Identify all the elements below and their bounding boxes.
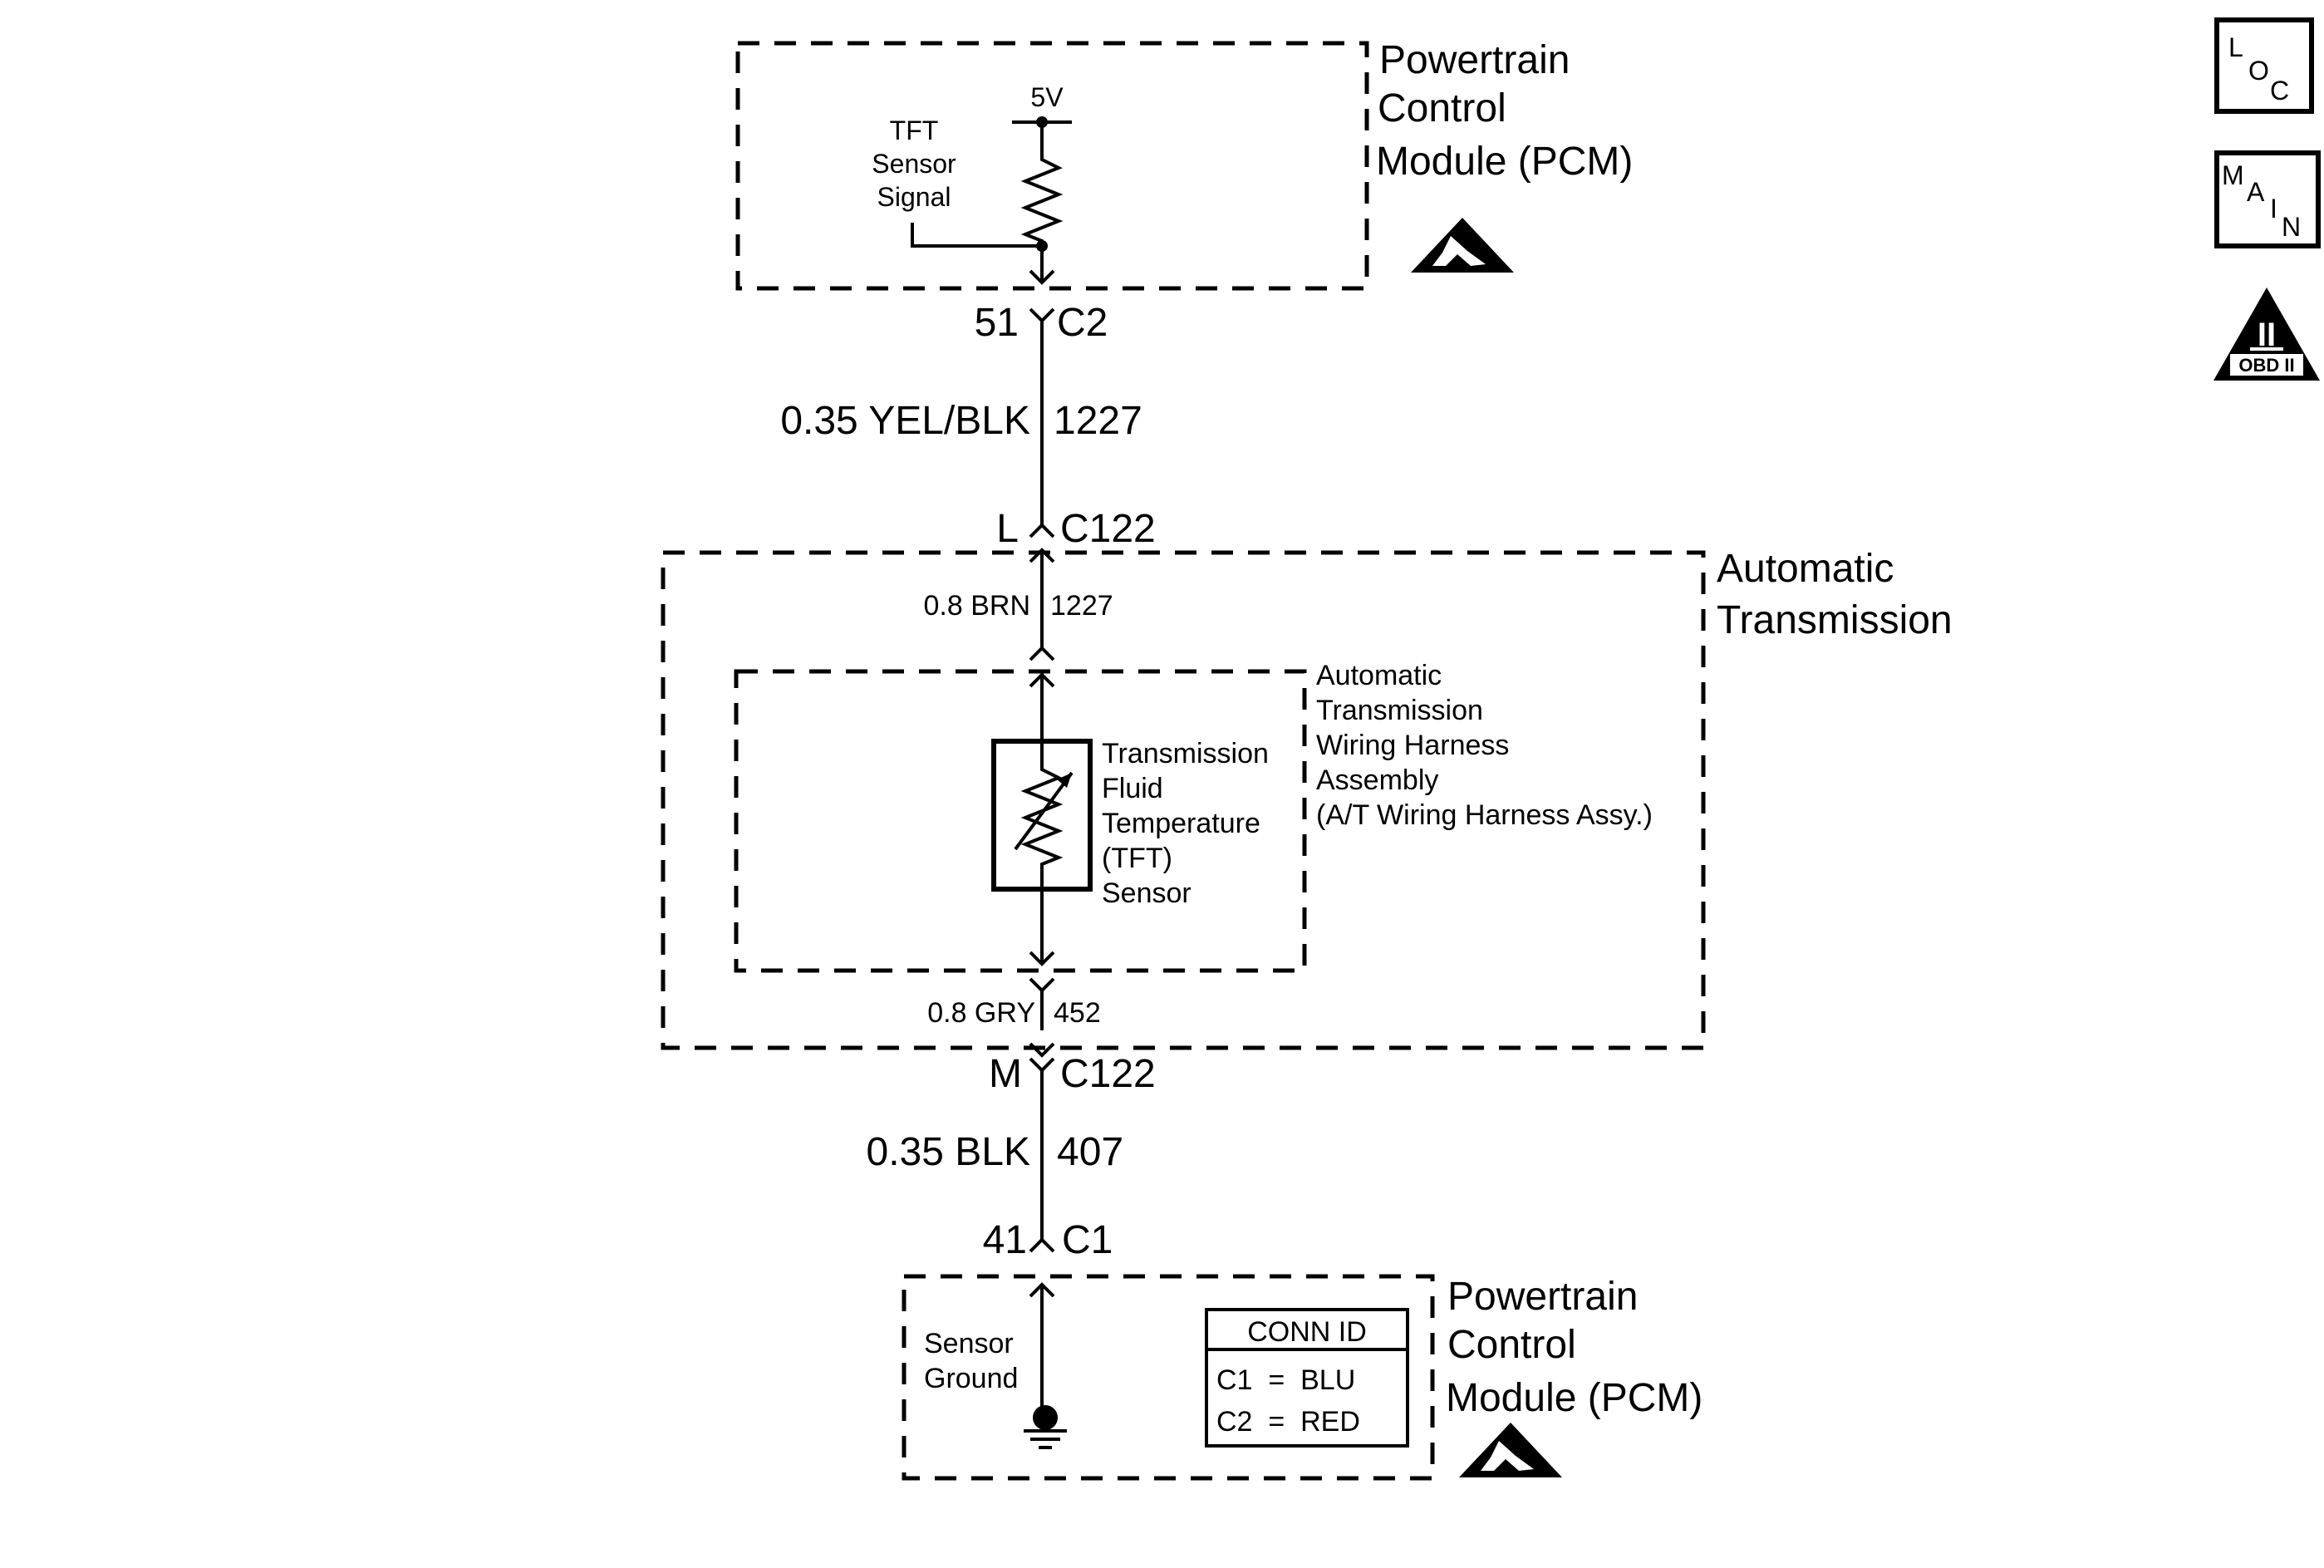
female-pin-chevron xyxy=(1029,307,1055,323)
thermistor-icon xyxy=(1020,741,1064,889)
obd-ii-icon[interactable]: II OBD II xyxy=(2213,288,2320,381)
supply-voltage-label: 5V xyxy=(1030,82,1064,112)
automatic-transmission: Automatic Transmission 0.8 BRN 1227 Auto… xyxy=(661,547,1953,1050)
ground-icon xyxy=(1024,1429,1067,1449)
ground-label-2: Ground xyxy=(924,1363,1018,1394)
sensor-label-4: (TFT) xyxy=(1102,843,1172,874)
wire-407-circuit: 407 xyxy=(1057,1130,1123,1174)
wire-brn-circuit: 1227 xyxy=(1050,590,1113,622)
signal-tap xyxy=(911,223,1042,248)
variable-arrow-icon xyxy=(1014,771,1074,851)
c122-upper-pin: L xyxy=(996,507,1019,551)
c122-lower-pin: M xyxy=(989,1052,1022,1096)
main-icon[interactable]: M A I N xyxy=(2214,150,2321,248)
conn-id-table: CONN ID C1 = BLU C2 = RED xyxy=(1205,1308,1409,1448)
c1-name: C1 xyxy=(1062,1218,1113,1262)
pcm-bottom-boundary xyxy=(902,1274,1435,1481)
connector-c122-lower: M C122 xyxy=(989,1042,1156,1096)
esd-warning-icon xyxy=(1411,213,1514,273)
wire-407-gauge-color: 0.35 BLK xyxy=(867,1130,1030,1174)
connector-c1: 41 C1 xyxy=(983,1218,1113,1298)
signal-label-3: Signal xyxy=(877,182,951,212)
male-pin-arrow xyxy=(1029,269,1055,285)
signal-label-1: TFT xyxy=(890,116,939,145)
sensor-label-1: Transmission xyxy=(1102,738,1269,769)
pcm-top-title-3: Module (PCM) xyxy=(1376,140,1633,184)
obd-label: OBD II xyxy=(2238,355,2294,376)
transmission-boundary xyxy=(661,550,1706,1050)
c1-pin: 41 xyxy=(983,1218,1027,1262)
pcm-top-title-2: Control xyxy=(1378,86,1506,130)
pcm-top-module: Powertrain Control Module (PCM) 5V TFT S… xyxy=(735,38,1633,291)
wire-brn-gauge-color: 0.8 BRN xyxy=(924,590,1031,622)
wire-1227-upper-circuit: 1227 xyxy=(1054,399,1142,443)
pcm-bottom-title-2: Control xyxy=(1447,1323,1576,1367)
main-letter-i: I xyxy=(2270,194,2277,224)
wire-gry-gauge-color: 0.8 GRY xyxy=(927,997,1035,1029)
transmission-title-1: Automatic xyxy=(1717,547,1894,591)
pcm-bottom-module: Powertrain Control Module (PCM) Sensor G… xyxy=(902,1274,1702,1481)
loc-letter-l: L xyxy=(2228,32,2243,62)
obd-numeral: II xyxy=(2258,317,2276,353)
ground-label-1: Sensor xyxy=(924,1328,1014,1359)
pcm-top-title-1: Powertrain xyxy=(1379,38,1570,82)
harness-label-5: (A/T Wiring Harness Assy.) xyxy=(1316,799,1653,831)
c2-name: C2 xyxy=(1057,301,1108,345)
main-letter-m: M xyxy=(2222,160,2244,190)
signal-label-2: Sensor xyxy=(872,149,956,179)
conn-id-header: CONN ID xyxy=(1247,1316,1367,1348)
connector-c2: 51 C2 xyxy=(975,246,1108,345)
conn-id-row-c2: C2 = RED xyxy=(1216,1406,1360,1438)
pcm-bottom-title-1: Powertrain xyxy=(1447,1275,1638,1319)
harness-label-4: Assembly xyxy=(1316,764,1438,796)
main-letter-a: A xyxy=(2247,177,2265,207)
loc-letter-o: O xyxy=(2248,56,2269,86)
connector-c122-upper: L C122 xyxy=(996,507,1156,582)
ground-node xyxy=(1033,1405,1058,1430)
loc-letter-c: C xyxy=(2270,76,2289,106)
harness-label-1: Automatic xyxy=(1316,660,1442,691)
c2-pin: 51 xyxy=(975,301,1019,345)
harness-label-2: Transmission xyxy=(1316,695,1483,726)
harness-assembly-boundary xyxy=(734,669,1307,973)
pcm-top-boundary xyxy=(735,41,1369,291)
harness-label-3: Wiring Harness xyxy=(1316,730,1509,761)
sensor-label-5: Sensor xyxy=(1102,877,1191,909)
esd-warning-icon xyxy=(1459,1418,1562,1477)
wire-1227-upper-gauge-color: 0.35 YEL/BLK xyxy=(780,399,1030,443)
c122-upper-name: C122 xyxy=(1060,507,1156,551)
transmission-title-2: Transmission xyxy=(1717,598,1953,642)
wire-gry-circuit: 452 xyxy=(1054,997,1101,1029)
c122-lower-name: C122 xyxy=(1060,1052,1156,1096)
location-icon[interactable]: L O C xyxy=(2214,17,2314,114)
sensor-label-2: Fluid xyxy=(1102,773,1163,804)
sensor-label-3: Temperature xyxy=(1102,808,1260,839)
main-letter-n: N xyxy=(2282,212,2301,242)
pcm-bottom-title-3: Module (PCM) xyxy=(1446,1376,1702,1420)
conn-id-row-c1: C1 = BLU xyxy=(1216,1364,1355,1396)
pullup-resistor xyxy=(1020,122,1064,283)
